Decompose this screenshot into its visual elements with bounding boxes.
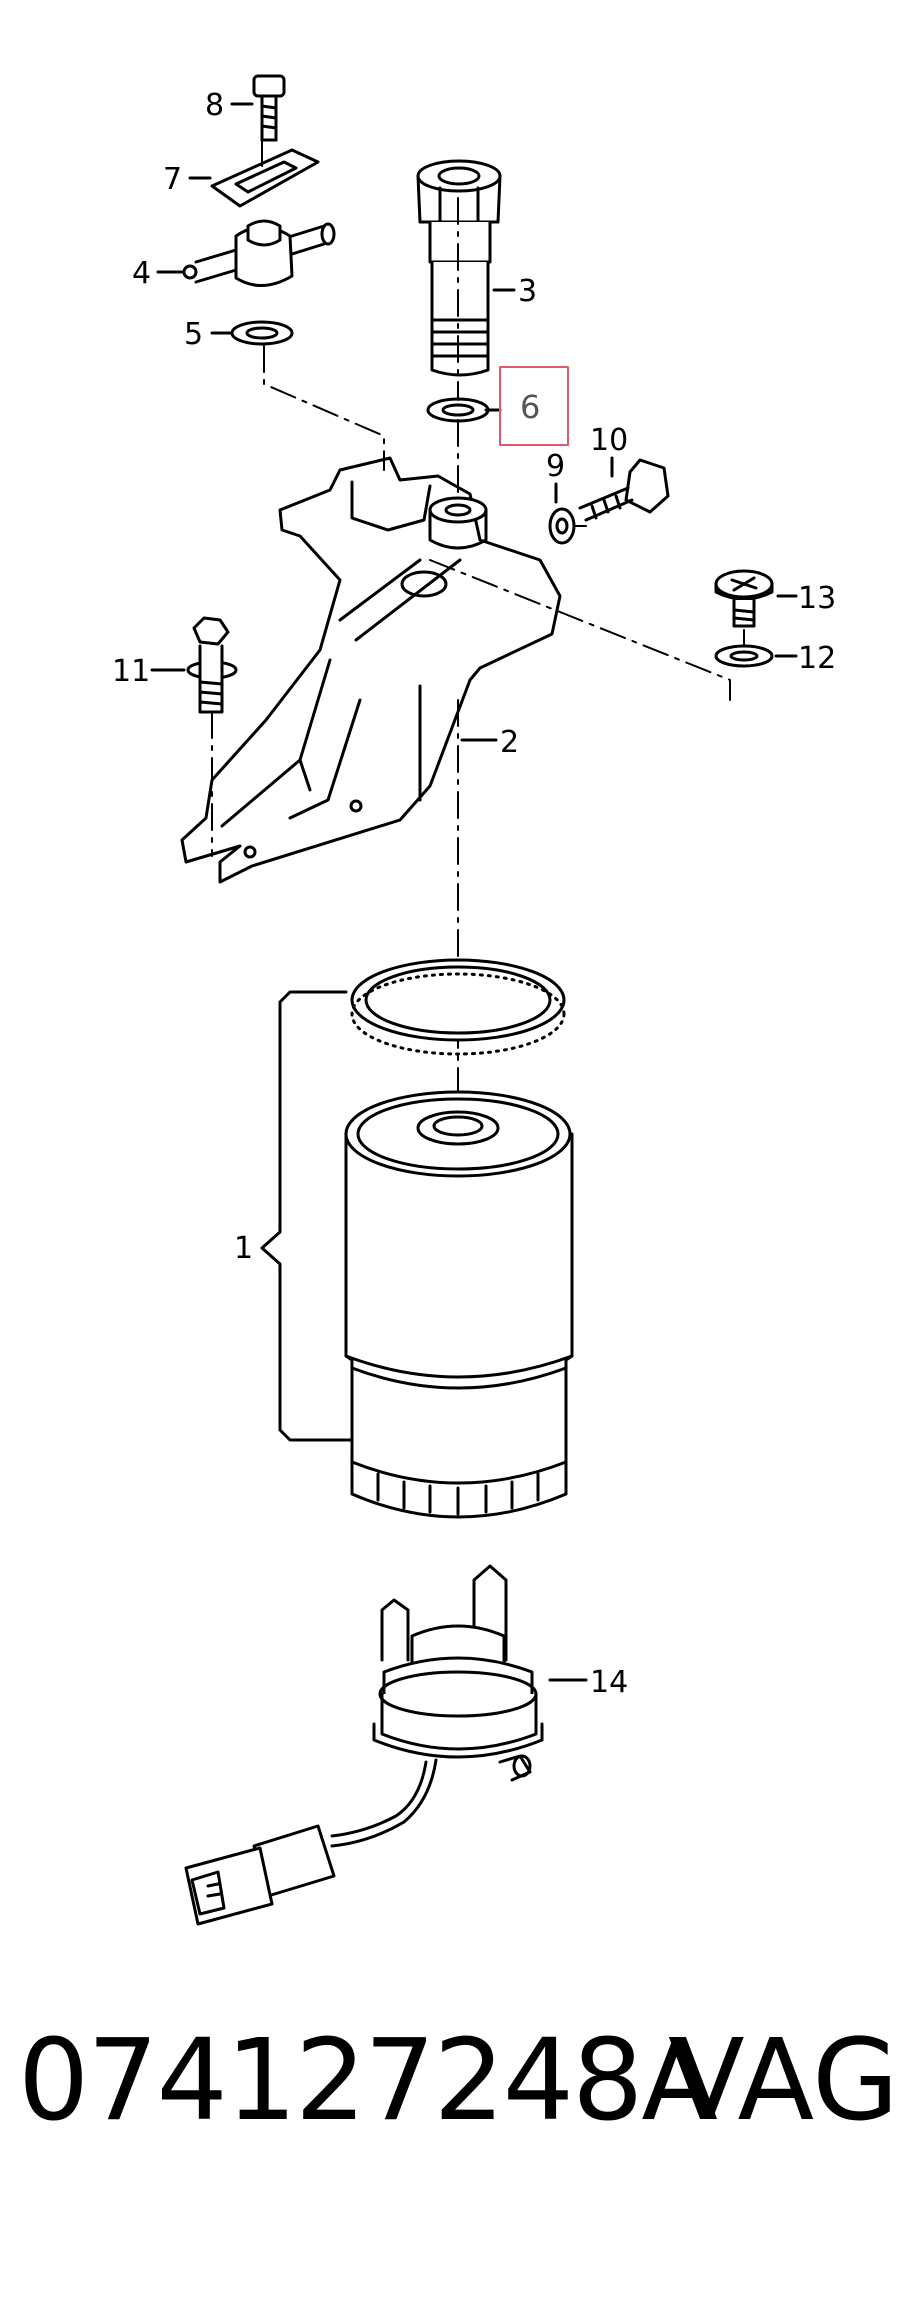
callout-10: 10 [590, 423, 628, 458]
callout-13: 13 [798, 581, 836, 616]
callout-12: 12 [798, 641, 836, 676]
callout-14: 14 [590, 1665, 628, 1700]
part-10-bolt [578, 458, 670, 522]
part-6-seal [426, 397, 490, 423]
part-number: 074127248A [18, 2016, 718, 2146]
part-1-gasket [350, 958, 566, 1056]
callout-6: 6 [520, 388, 540, 426]
callout-11: 11 [112, 654, 150, 689]
part-1-filter-cartridge [344, 1090, 574, 1519]
part-5-seal [230, 320, 294, 346]
part-7-plate [210, 148, 320, 208]
brand-name: VAG [668, 2016, 899, 2146]
part-3-hollow-bolt [416, 159, 502, 377]
callout-1: 1 [234, 1231, 253, 1266]
part-9-washer [548, 507, 576, 545]
part-11-bolt [186, 616, 238, 714]
exploded-parts-diagram: 8 7 4 5 3 [112, 74, 836, 1926]
callout-3: 3 [518, 274, 537, 309]
callout-7: 7 [163, 162, 182, 197]
callout-8: 8 [205, 88, 224, 123]
part-8-bolt [252, 74, 286, 142]
callout-4: 4 [132, 256, 151, 291]
callout-9: 9 [546, 449, 565, 484]
part-12-washer [714, 644, 774, 668]
callout-6-highlight-box [499, 366, 569, 446]
callout-2: 2 [500, 725, 519, 760]
callout-5: 5 [184, 317, 203, 352]
part-14-water-sensor [184, 1564, 544, 1926]
bracket-1 [260, 990, 354, 1442]
part-13-screw [714, 569, 774, 628]
part-4-sensor [182, 219, 336, 287]
part-2-bracket [180, 456, 562, 884]
